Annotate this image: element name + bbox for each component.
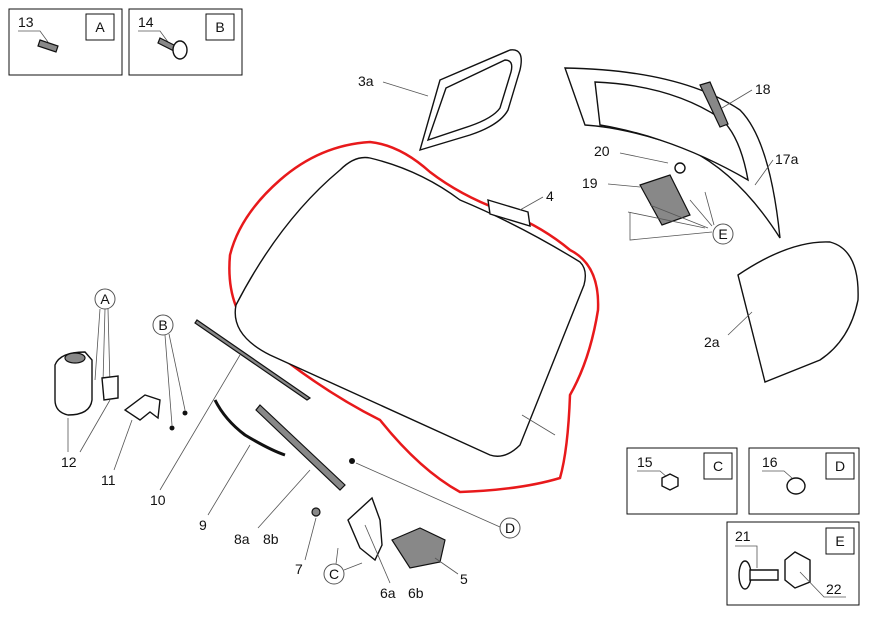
inset-box-16: D 16 [748,447,860,515]
callout-12: 12 [61,454,77,470]
nut-15 [661,473,679,491]
side-glass-2a [737,241,859,383]
callout-8b: 8b [263,531,279,547]
box-letter-d: D [835,458,845,474]
ref-circle-e [712,223,734,245]
callout-6b: 6b [408,585,424,601]
callout-11: 11 [101,472,116,488]
inset-box-21-22: E 21 22 [726,521,860,606]
bracket-11 [123,394,161,421]
box-letter-c: C [713,458,723,474]
callout-18: 18 [755,81,771,97]
pin-14-head [172,40,188,60]
wiper-blade-10 [194,319,312,401]
box-letter-b: B [215,19,224,35]
box-letter-e: E [835,533,844,549]
callout-15: 15 [637,454,653,470]
callout-9: 9 [199,517,207,533]
ref-circle-b [152,314,174,336]
callout-3a: 3a [358,73,374,89]
callout-7: 7 [295,561,303,577]
mirror-bracket-4 [487,199,531,227]
callout-20: 20 [594,143,610,159]
clip-16 [786,477,806,495]
inset-box-13: A 13 [8,8,123,76]
wiper-blade-18 [699,81,729,128]
callout-17a: 17a [775,151,799,167]
wiper-arm-8 [255,404,346,491]
callout-22: 22 [826,581,842,597]
callout-19: 19 [582,175,598,191]
ref-letter-a: A [100,291,110,307]
wiper-motor-5 [391,527,446,569]
box-letter-a: A [95,19,105,35]
bracket [101,375,119,401]
ref-letter-b: B [158,317,167,333]
ref-letter-e: E [718,226,727,242]
inset-box-14: B 14 [128,8,243,76]
rivet-21 [738,560,752,590]
ref-circle-d [499,517,521,539]
washer-hose-9 [213,399,286,457]
callout-4: 4 [546,188,554,204]
grommet-22 [784,551,811,589]
callout-5: 5 [460,571,468,587]
callout-2a: 2a [704,334,720,350]
callout-6a: 6a [380,585,396,601]
wiper-bracket-6 [347,496,383,562]
windshield-highlight [228,140,600,494]
callout-13: 13 [18,14,34,30]
ref-letter-c: C [329,566,339,582]
callout-16: 16 [762,454,778,470]
nut-7 [311,507,321,517]
callout-14: 14 [138,14,154,30]
callout-10: 10 [150,492,166,508]
inset-box-15: C 15 [626,447,738,515]
pin-13 [37,39,59,53]
ref-letter-d: D [505,520,515,536]
rear-wiper-motor-19 [639,174,691,226]
callout-8a: 8a [234,531,250,547]
ref-circle-c [323,563,345,585]
callout-21: 21 [735,528,751,544]
